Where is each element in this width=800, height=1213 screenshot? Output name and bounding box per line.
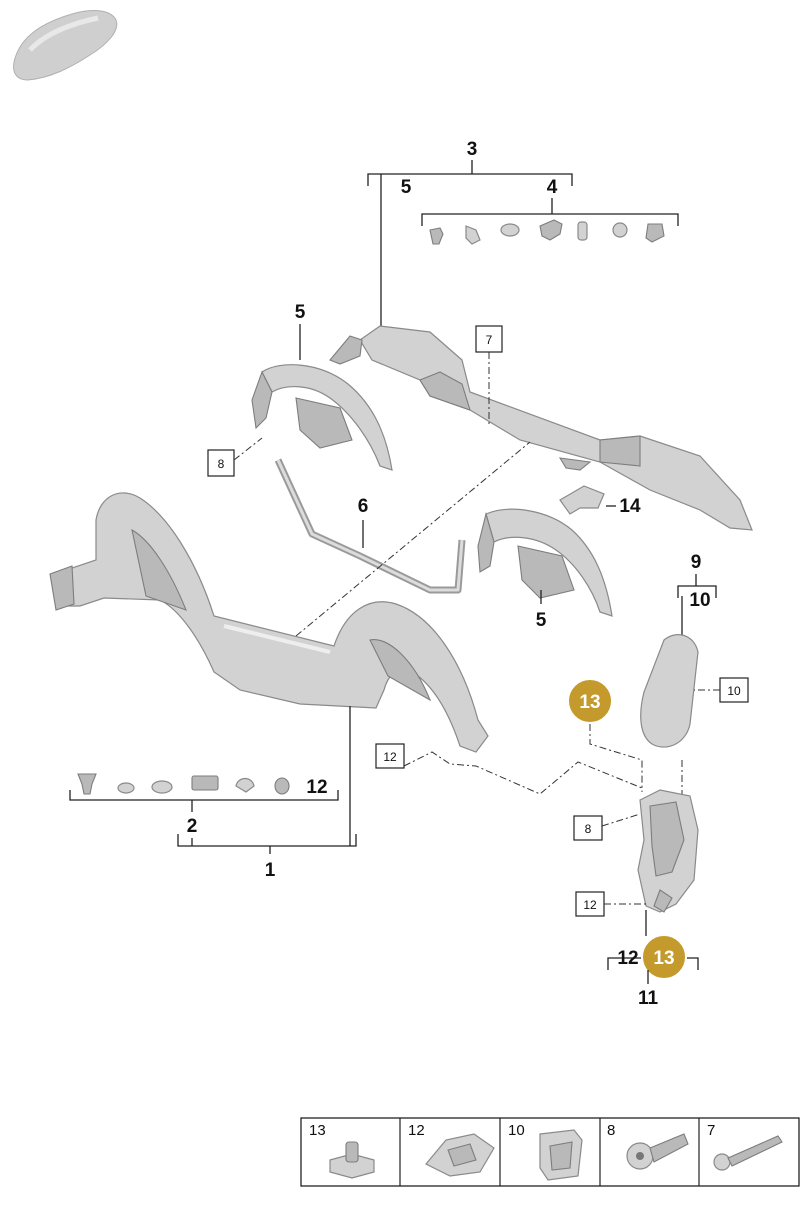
badge-13-bottom[interactable]: 13 <box>641 934 687 980</box>
car-silhouette-icon[interactable] <box>13 10 118 81</box>
cover-panel-10[interactable] <box>640 634 699 748</box>
callout-3[interactable]: 3 <box>467 139 478 160</box>
legend-item-13[interactable]: 13 <box>309 1122 375 1179</box>
legend-item-10[interactable]: 10 <box>508 1122 583 1181</box>
roll-bar-trim-main[interactable] <box>49 492 489 753</box>
callout-5-top[interactable]: 5 <box>401 177 412 198</box>
svg-text:12: 12 <box>408 1122 425 1139</box>
callout-1[interactable]: 1 <box>265 860 276 881</box>
svg-text:12: 12 <box>383 750 397 764</box>
small-bracket-14[interactable] <box>559 485 605 515</box>
bracket-assembly-11[interactable] <box>637 789 699 913</box>
svg-text:8: 8 <box>218 457 225 471</box>
svg-text:10: 10 <box>727 684 741 698</box>
ref-box-7[interactable]: 7 <box>475 325 503 353</box>
ref-box-12-left[interactable]: 12 <box>375 743 405 769</box>
callout-5-left[interactable]: 5 <box>295 302 306 323</box>
fastener-legend: 13 12 10 8 <box>300 1117 800 1187</box>
ref-box-12-lower[interactable]: 12 <box>575 891 605 917</box>
retaining-clip-icon <box>539 1129 583 1181</box>
spring-clip-icon <box>425 1133 495 1177</box>
fasteners-row-4[interactable] <box>429 219 665 245</box>
callout-6[interactable]: 6 <box>358 496 369 517</box>
ref-box-10[interactable]: 10 <box>719 677 749 703</box>
callout-12-bottom[interactable]: 12 <box>617 948 638 969</box>
wheel-arch-trim-right[interactable] <box>477 508 613 617</box>
frame-seal-part-6[interactable] <box>274 458 466 594</box>
svg-text:7: 7 <box>707 1122 715 1139</box>
svg-text:13: 13 <box>579 692 600 713</box>
ref-box-8-mid[interactable]: 8 <box>573 815 603 841</box>
callout-4[interactable]: 4 <box>547 177 558 198</box>
upper-trim-panel[interactable] <box>329 325 753 531</box>
legend-item-12[interactable]: 12 <box>408 1122 495 1177</box>
svg-text:8: 8 <box>607 1122 615 1139</box>
callout-5-lower[interactable]: 5 <box>536 610 547 631</box>
long-screw-icon <box>713 1135 783 1171</box>
torx-screw-icon <box>626 1133 689 1170</box>
ref-box-8-top[interactable]: 8 <box>207 449 235 477</box>
callout-12-row[interactable]: 12 <box>306 777 327 798</box>
callout-9[interactable]: 9 <box>691 552 702 573</box>
callout-14[interactable]: 14 <box>619 496 641 517</box>
legend-item-7[interactable]: 7 <box>707 1122 783 1171</box>
svg-text:13: 13 <box>653 948 674 969</box>
bracket-group-3 <box>367 160 679 326</box>
callout-2[interactable]: 2 <box>187 816 198 837</box>
legend-item-8[interactable]: 8 <box>607 1122 689 1170</box>
badge-13-top[interactable]: 13 <box>567 678 613 724</box>
fasteners-row-2[interactable] <box>77 773 290 795</box>
svg-text:8: 8 <box>585 822 592 836</box>
svg-text:12: 12 <box>583 898 597 912</box>
svg-text:10: 10 <box>508 1122 525 1139</box>
svg-text:7: 7 <box>486 333 493 347</box>
callout-11[interactable]: 11 <box>638 988 659 1009</box>
callout-10[interactable]: 10 <box>689 590 710 611</box>
svg-text:13: 13 <box>309 1122 326 1139</box>
clip-nut-icon <box>329 1141 375 1179</box>
wheel-arch-trim-left[interactable] <box>251 364 393 471</box>
